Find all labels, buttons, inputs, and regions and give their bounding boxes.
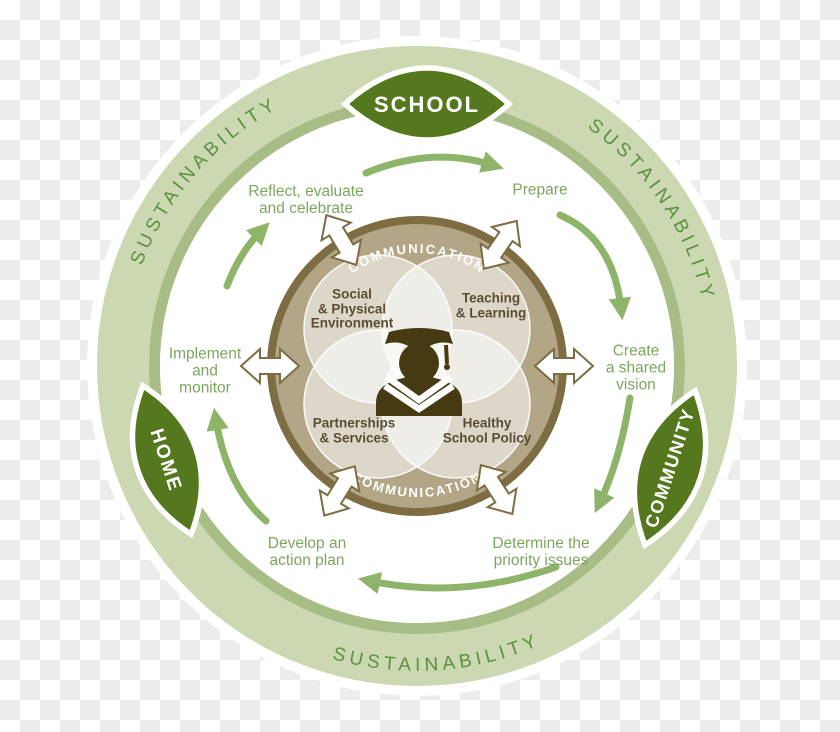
step-line: Reflect, evaluate bbox=[248, 183, 364, 200]
step-line: action plan bbox=[269, 552, 345, 569]
venn-line: Environment bbox=[310, 315, 394, 331]
head bbox=[399, 343, 439, 383]
venn-line: School Policy bbox=[442, 430, 532, 445]
step-determine-priority-issues: Determine the priority issues bbox=[492, 535, 589, 569]
exchange-arrow-north-east-icon bbox=[479, 219, 522, 270]
step-line: and celebrate bbox=[259, 200, 353, 217]
exchange-arrow-west-icon bbox=[239, 346, 301, 386]
venn-line: & Services bbox=[319, 430, 389, 445]
step-prepare: Prepare bbox=[512, 182, 567, 199]
exchange-arrows bbox=[239, 213, 595, 517]
exchange-arrow-south-east-icon bbox=[475, 463, 518, 516]
step-line: Implement bbox=[168, 345, 242, 363]
step-line: and bbox=[192, 362, 218, 380]
graduate-student-icon bbox=[376, 328, 462, 416]
venn-line: Partnerships bbox=[312, 415, 396, 431]
step-line: Develop an bbox=[267, 535, 347, 552]
venn-line: & Learning bbox=[455, 305, 527, 320]
venn-label-partnerships-services: Partnerships & Services bbox=[312, 415, 396, 446]
step-line: Prepare bbox=[512, 181, 568, 199]
venn-label-healthy-school-policy: Healthy School Policy bbox=[442, 415, 532, 446]
step-line: Create bbox=[612, 342, 660, 360]
arrow-determine-to-develop-icon bbox=[357, 563, 560, 595]
school-leaf-shape bbox=[340, 65, 514, 143]
home-leaf: HOME bbox=[129, 381, 205, 539]
venn-label-teaching-learning: Teaching & Learning bbox=[455, 290, 527, 321]
venn-line: Teaching bbox=[461, 290, 521, 306]
exchange-arrow-east-icon bbox=[533, 346, 595, 386]
step-line: vision bbox=[616, 376, 656, 394]
step-implement-monitor: Implement and monitor bbox=[169, 346, 241, 397]
venn-line: Healthy bbox=[462, 415, 512, 431]
tassel bbox=[444, 344, 449, 365]
step-create-shared-vision: Create a shared vision bbox=[606, 343, 666, 394]
step-line: priority issues bbox=[493, 552, 589, 569]
school-label: SCHOOL bbox=[374, 92, 480, 117]
step-develop-action-plan: Develop an action plan bbox=[268, 535, 346, 569]
community-leaf-shape bbox=[631, 386, 709, 550]
tassel-knob bbox=[444, 364, 450, 370]
collar-chevron-1 bbox=[385, 374, 453, 405]
venn-line: Social bbox=[332, 286, 372, 302]
school-leaf: SCHOOL bbox=[340, 65, 514, 143]
exchange-arrow-north-west-icon bbox=[320, 213, 363, 267]
arrow-implement-to-reflect-icon bbox=[223, 222, 270, 290]
step-reflect-evaluate-celebrate: Reflect, evaluate and celebrate bbox=[248, 183, 363, 217]
step-line: Determine the bbox=[492, 535, 590, 552]
mortarboard bbox=[385, 328, 453, 351]
exchange-arrow-south-west-icon bbox=[318, 465, 361, 517]
arrow-develop-to-implement-icon bbox=[206, 407, 270, 525]
step-line: monitor bbox=[179, 379, 231, 397]
home-leaf-shape bbox=[129, 381, 205, 539]
cycle-arrows bbox=[206, 151, 634, 595]
step-line: a shared bbox=[605, 359, 667, 377]
collar-chevron-2 bbox=[383, 383, 455, 413]
arrow-reflect-to-prepare-icon bbox=[362, 151, 504, 177]
arrow-prepare-to-create-icon bbox=[556, 211, 631, 321]
venn-line: & Physical bbox=[317, 300, 387, 316]
arrow-create-to-determine-icon bbox=[594, 394, 634, 514]
venn-label-social-physical-environment: Social & Physical Environment bbox=[311, 287, 394, 331]
